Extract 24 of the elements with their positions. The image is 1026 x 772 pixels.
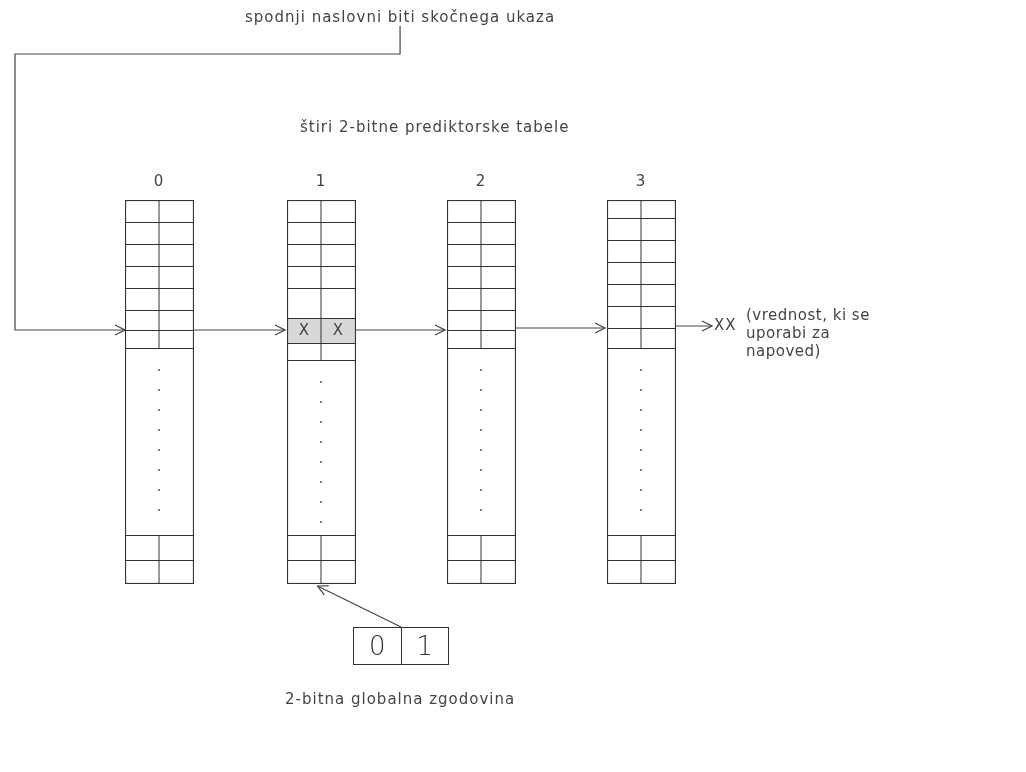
predictor-table — [287, 172, 356, 584]
arrow — [14, 25, 401, 336]
address-bits-text: spodnji naslovni biti skočnega ukaza — [245, 8, 556, 26]
arrow — [193, 324, 286, 336]
bit-value: 0 — [367, 630, 387, 663]
predictor-table — [125, 172, 194, 584]
table-number: 0 — [152, 172, 166, 190]
bit-value: 1 — [400, 628, 448, 664]
table-number: 2 — [474, 172, 488, 190]
predictor-table — [447, 172, 516, 584]
value-text: XX — [714, 316, 737, 334]
table-number: 3 — [634, 172, 648, 190]
value-note: (vrednost, ki se uporabi za napoved) — [746, 306, 871, 360]
x-mark: X — [297, 321, 311, 339]
table-number: 1 — [314, 172, 328, 190]
arrow — [515, 322, 606, 334]
arrow — [355, 324, 446, 336]
arrow — [675, 320, 713, 332]
arrow — [316, 585, 402, 628]
x-mark: X — [331, 321, 345, 339]
tables-heading: štiri 2-bitne prediktorske tabele — [300, 118, 570, 136]
history-register — [353, 627, 449, 665]
register-caption: 2-bitna globalna zgodovina — [285, 690, 516, 708]
predictor-table — [607, 172, 676, 584]
